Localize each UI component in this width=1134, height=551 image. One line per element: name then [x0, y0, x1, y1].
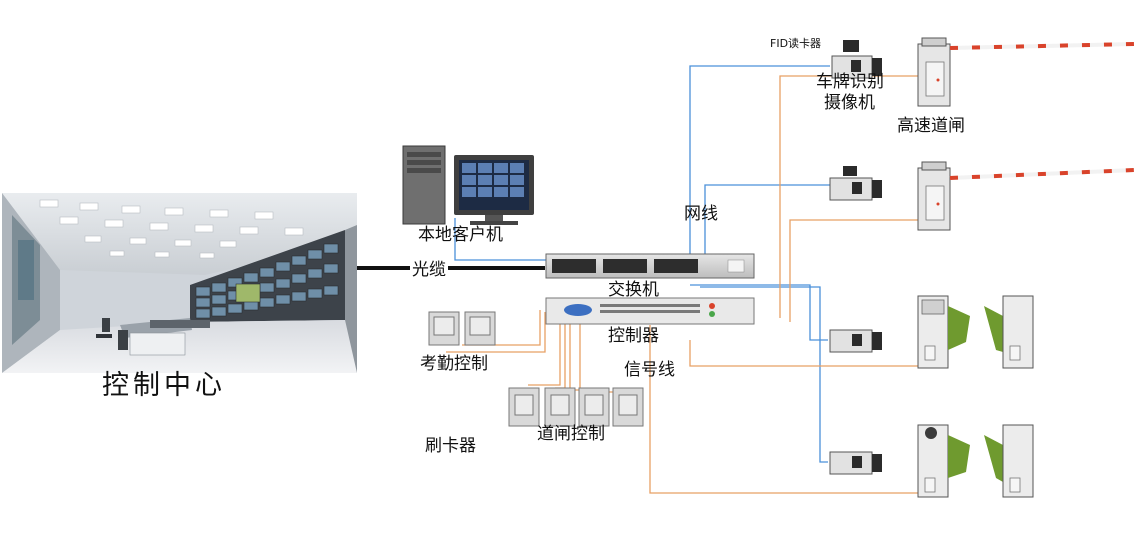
gate-control-label: 道闸控制	[537, 424, 605, 444]
barrier-gate-1	[917, 37, 1134, 107]
plate-camera-4	[829, 451, 882, 475]
control-center-label: 控制中心	[102, 370, 226, 401]
network-cable-label: 网线	[684, 204, 718, 224]
turnstile-lane-2	[917, 424, 1034, 498]
highway-gate-label: 高速道闸	[897, 116, 965, 136]
barrier-gate-2	[917, 161, 1134, 231]
network-switch	[545, 253, 755, 279]
plate-camera-label-2: 摄像机	[824, 93, 875, 113]
card-reader-label: 刷卡器	[425, 436, 476, 456]
attendance-readers	[428, 311, 496, 346]
attendance-control-label: 考勤控制	[420, 354, 488, 374]
turnstile-lane-1	[917, 295, 1034, 369]
network-lines	[454, 65, 830, 463]
local-client-computer	[402, 145, 534, 225]
plate-camera-label-1: 车牌识别	[816, 72, 884, 92]
switch-label: 交换机	[608, 280, 659, 300]
signal-cable-label: 信号线	[624, 360, 675, 380]
fiber-label: 光缆	[410, 260, 448, 280]
controller-label: 控制器	[608, 326, 659, 346]
local-client-label: 本地客户机	[418, 225, 503, 245]
plate-camera-3	[829, 329, 882, 353]
gate-control-readers	[508, 387, 644, 427]
plate-camera-1	[831, 40, 882, 79]
control-center-image	[2, 193, 357, 373]
signal-lines	[446, 75, 918, 494]
controller-device	[545, 297, 755, 325]
plate-camera-2	[829, 166, 882, 201]
rfid-reader-label: FID读卡器	[770, 37, 822, 50]
